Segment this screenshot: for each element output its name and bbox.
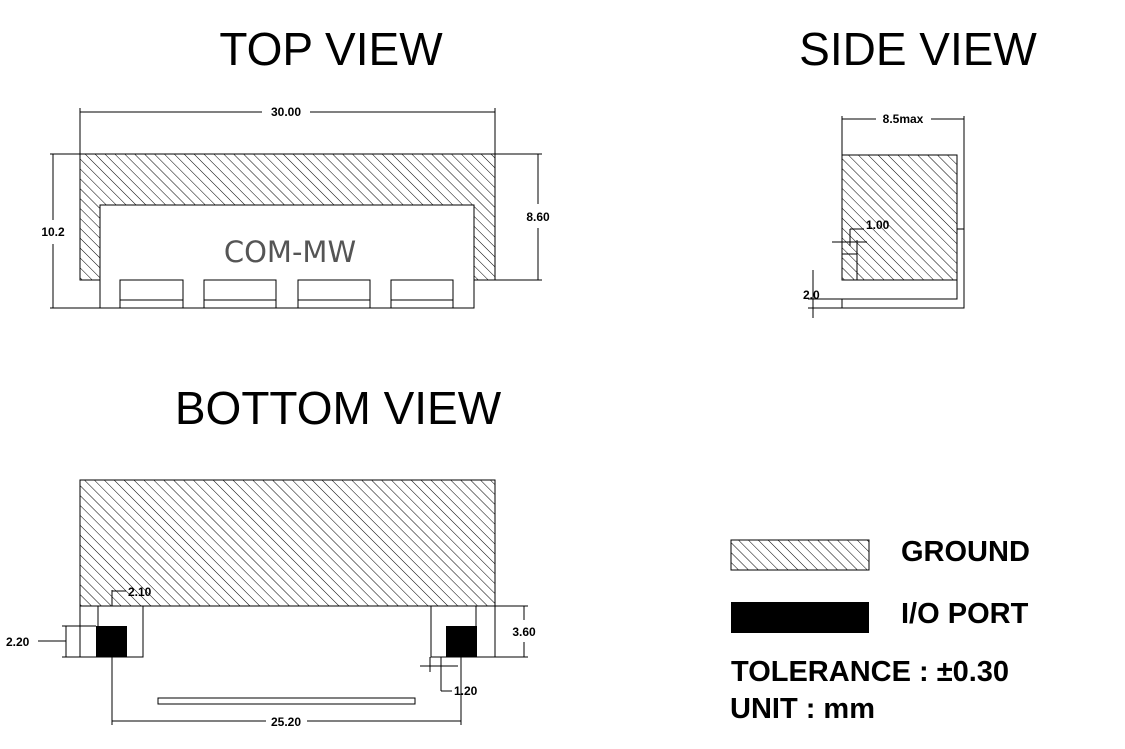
side-view-width-value: 8.5max: [883, 112, 924, 126]
io-port-pad-right: [446, 626, 477, 657]
connector-slot: [119, 279, 184, 309]
connector-slot: [203, 279, 277, 309]
side-view-base-value: 2.0: [803, 288, 820, 302]
top-view-width-dimension: 30.00: [79, 105, 496, 154]
bottom-pad-offset-dimension: 2.10: [111, 585, 152, 606]
bottom-pad-height-value: 2.20: [6, 635, 30, 649]
top-view-width-value: 30.00: [271, 105, 301, 119]
top-view-connector-slots: [119, 279, 454, 309]
top-view: COM-MW 30.00 10.2: [41, 105, 550, 309]
top-view-right-height-dimension: 8.60: [495, 153, 550, 281]
top-view-right-height-value: 8.60: [526, 210, 550, 224]
connector-slot: [390, 279, 454, 309]
side-view-step-dimension: 1.00: [832, 218, 890, 246]
bottom-pad-width-value: 1.20: [454, 684, 478, 698]
side-view-width-dimension: 8.5max: [841, 112, 965, 229]
side-view-base-dimension: 2.0: [803, 270, 842, 318]
tolerance-note: TOLERANCE : ±0.30: [731, 656, 1009, 688]
bottom-pad-height-dimension: 2.20: [6, 625, 96, 658]
side-view-title: SIDE VIEW: [799, 23, 1037, 75]
top-view-module-label: COM-MW: [224, 235, 356, 269]
bottom-pad-spacing-value: 25.20: [271, 715, 301, 729]
side-view-shield: [841, 154, 958, 281]
top-view-title: TOP VIEW: [219, 23, 443, 75]
bottom-pad-offset-value: 2.10: [128, 585, 152, 599]
bottom-view-slot: [157, 697, 416, 705]
unit-note: UNIT : mm: [730, 693, 875, 725]
ground-swatch: [730, 539, 870, 571]
bottom-pad-spacing-dimension: 25.20: [111, 657, 462, 729]
side-view-step-value: 1.00: [866, 218, 890, 232]
top-view-left-height-value: 10.2: [41, 225, 65, 239]
io-port-pad-left: [96, 626, 127, 657]
io-port-swatch: [731, 602, 869, 633]
top-view-left-height-dimension: 10.2: [41, 153, 100, 309]
io-port-label: I/O PORT: [901, 598, 1029, 630]
bottom-pad-width-dimension: 1.20: [420, 657, 478, 698]
bottom-view: 2.10 2.20 3.60 1.20: [6, 479, 536, 729]
ground-label: GROUND: [901, 536, 1030, 568]
legend: GROUND I/O PORT TOLERANCE : ±0.30 UNIT :…: [730, 536, 1030, 725]
bottom-notch-height-dimension: 3.60: [495, 605, 536, 658]
side-view: 8.5max 1.00 2.0: [803, 112, 965, 318]
bottom-notch-height-value: 3.60: [512, 625, 536, 639]
bottom-view-title: BOTTOM VIEW: [175, 382, 502, 434]
connector-slot: [297, 279, 371, 309]
